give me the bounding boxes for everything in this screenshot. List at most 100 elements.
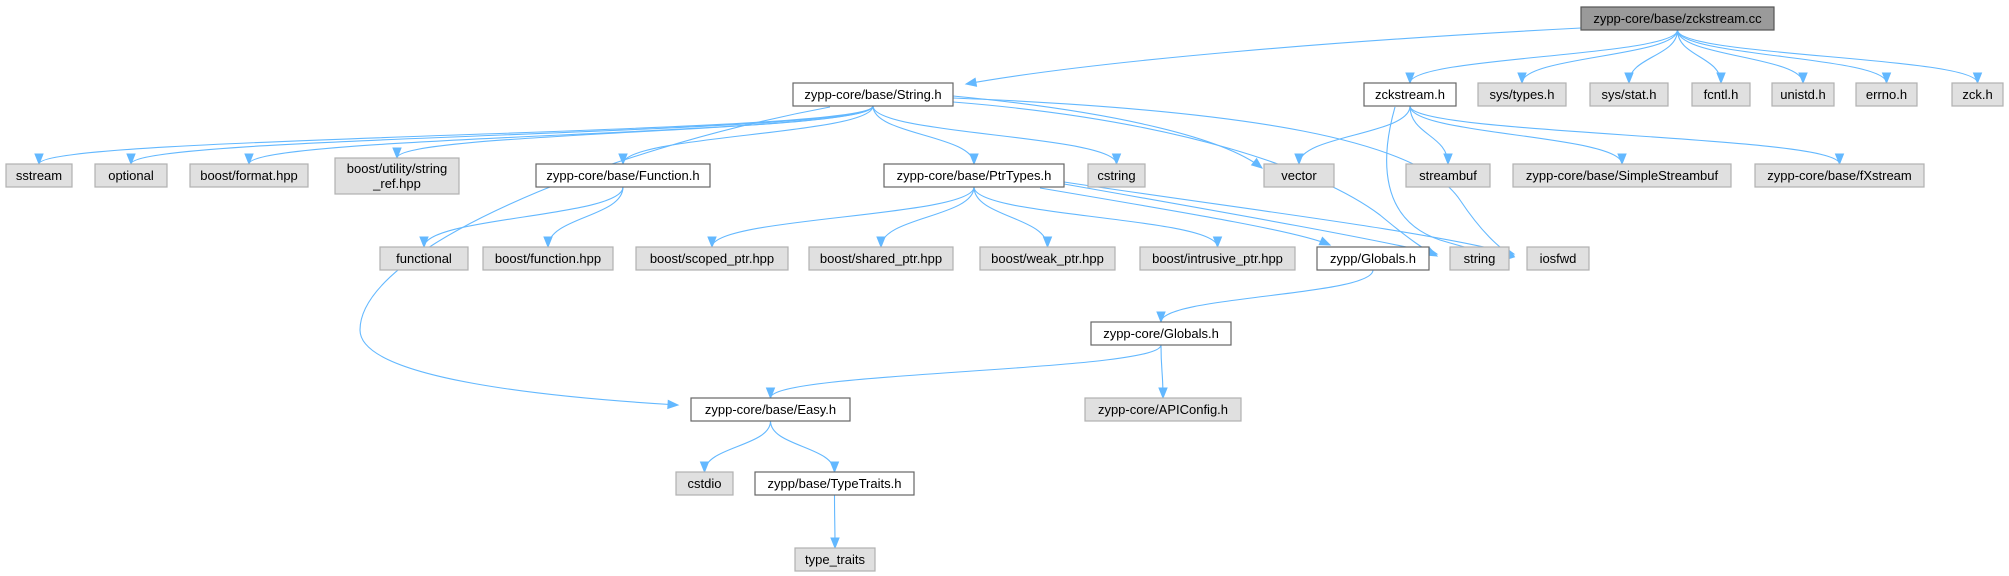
- node-simplestreambuf: zypp-core/base/SimpleStreambuf: [1512, 163, 1732, 188]
- node-zypp-globals[interactable]: zypp/Globals.h: [1316, 246, 1430, 271]
- edge-line: [1409, 29, 1679, 84]
- node-box: [808, 246, 954, 271]
- node-errno: errno.h: [1855, 82, 1918, 107]
- node-box: [1526, 246, 1590, 271]
- node-box: [1090, 321, 1232, 346]
- edge-zckstream_cc-to-unistd: [1676, 29, 1808, 85]
- edge-arrowhead: [1798, 72, 1808, 85]
- node-label: optional: [108, 168, 154, 183]
- node-ptrtypes-h[interactable]: zypp-core/base/PtrTypes.h: [883, 163, 1065, 188]
- node-label: iosfwd: [1540, 251, 1577, 266]
- node-box: [334, 157, 460, 195]
- node-box: [1855, 82, 1918, 107]
- edge-arrowhead: [1972, 72, 1983, 85]
- edge-string_h-to-optional: [126, 105, 874, 166]
- edge-line: [1160, 269, 1374, 323]
- node-label: sys/types.h: [1489, 87, 1554, 102]
- node-label: boost/intrusive_ptr.hpp: [1152, 251, 1283, 266]
- node-easy-h[interactable]: zypp-core/base/Easy.h: [690, 397, 851, 422]
- edge-line: [130, 105, 874, 165]
- edge-zckstream_h-to-streambuf: [1409, 105, 1453, 166]
- edge-line: [396, 105, 874, 159]
- edge-line: [872, 105, 1118, 165]
- edge-arrowhead: [1517, 72, 1527, 85]
- node-label: zypp-core/base/fXstream: [1767, 168, 1912, 183]
- node-label: errno.h: [1866, 87, 1907, 102]
- node-box: [1363, 82, 1457, 107]
- graph-nodes: zypp-core/base/zckstream.cc zypp-core/bas…: [5, 6, 2004, 572]
- node-label: zypp-core/base/Easy.h: [705, 402, 836, 417]
- edge-arrowhead: [707, 236, 717, 249]
- node-label: sys/stat.h: [1602, 87, 1657, 102]
- node-label: boost/function.hpp: [495, 251, 601, 266]
- edge-zckstream_h-to-vector: [1294, 105, 1411, 166]
- edge-string_h-to-sstream: [34, 105, 874, 166]
- node-box: [1754, 163, 1925, 188]
- edge-arrowhead: [1318, 236, 1332, 246]
- node-boost-format: boost/format.hpp: [189, 163, 309, 188]
- node-box: [1771, 82, 1835, 107]
- edge-arrowhead: [1111, 153, 1122, 166]
- edge-arrowhead: [1158, 387, 1168, 400]
- edge-zckstream_cc-to-zckstream_h: [1405, 29, 1679, 85]
- node-label: zypp-core/base/SimpleStreambuf: [1526, 168, 1719, 183]
- edge-typetraits_h-to-type_traits: [830, 494, 840, 550]
- node-label: cstring: [1097, 168, 1135, 183]
- node-box: [1316, 246, 1430, 271]
- node-zck: zck.h: [1951, 82, 2004, 107]
- edge-line: [703, 420, 772, 473]
- node-boost-string-ref: boost/utility/string_ref.hpp: [334, 157, 460, 195]
- node-zckstream-h[interactable]: zckstream.h: [1363, 82, 1457, 107]
- node-box: [5, 163, 73, 188]
- node-zckstream-cc[interactable]: zypp-core/base/zckstream.cc: [1580, 6, 1775, 31]
- edge-arrowhead: [969, 153, 979, 166]
- node-box: [1589, 82, 1669, 107]
- node-function-h[interactable]: zypp-core/base/Function.h: [535, 163, 711, 188]
- edge-arrowhead: [126, 153, 136, 166]
- edge-arrowhead: [244, 153, 254, 166]
- node-box: [979, 246, 1116, 271]
- edge-ptrtypes_h-to-boost_scoped: [707, 186, 975, 249]
- edge-ptrtypes_h-to-boost_weak: [973, 186, 1053, 249]
- node-box: [1263, 163, 1335, 188]
- node-label: boost/shared_ptr.hpp: [820, 251, 942, 266]
- node-cstdio: cstdio: [675, 471, 734, 496]
- edge-arrowhead: [543, 236, 553, 249]
- node-box: [1512, 163, 1732, 188]
- edge-line: [1521, 29, 1679, 84]
- node-box: [690, 397, 851, 422]
- node-boost-scoped: boost/scoped_ptr.hpp: [635, 246, 789, 271]
- edge-line: [1409, 105, 1449, 165]
- node-label: zypp/base/TypeTraits.h: [768, 476, 902, 491]
- node-boost-intrusive: boost/intrusive_ptr.hpp: [1139, 246, 1296, 271]
- node-label: string: [1464, 251, 1496, 266]
- node-box: [883, 163, 1065, 188]
- node-label: functional: [396, 251, 452, 266]
- node-label: vector: [1281, 168, 1317, 183]
- node-box: [675, 471, 734, 496]
- node-label: boost/weak_ptr.hpp: [991, 251, 1104, 266]
- node-core-globals[interactable]: zypp-core/Globals.h: [1090, 321, 1232, 346]
- node-typetraits-h[interactable]: zypp/base/TypeTraits.h: [754, 471, 915, 496]
- node-box: [189, 163, 309, 188]
- edge-string_h-to-ptrtypes_h: [872, 105, 979, 166]
- edge-line: [1628, 29, 1679, 84]
- node-string-h[interactable]: zypp-core/base/String.h: [792, 82, 954, 107]
- node-sstream: sstream: [5, 163, 73, 188]
- node-label: unistd.h: [1780, 87, 1826, 102]
- node-label: cstdio: [688, 476, 722, 491]
- edge-line: [359, 106, 831, 406]
- edge-arrowhead: [34, 153, 44, 166]
- node-box: [1580, 6, 1775, 31]
- edge-line: [1063, 183, 1438, 255]
- edge-line: [1409, 105, 1623, 165]
- edge-zckstream_cc-to-sys_stat: [1624, 29, 1679, 85]
- node-label: zypp-core/base/zckstream.cc: [1593, 11, 1762, 26]
- edge-zckstream_cc-to-zck: [1676, 29, 1983, 85]
- edge-line: [1409, 105, 1841, 165]
- node-cstring: cstring: [1087, 163, 1146, 188]
- edge-arrowhead: [1250, 157, 1264, 169]
- edge-arrowhead: [392, 147, 402, 160]
- graph-edges: [34, 27, 1983, 550]
- edge-line: [1676, 29, 1804, 84]
